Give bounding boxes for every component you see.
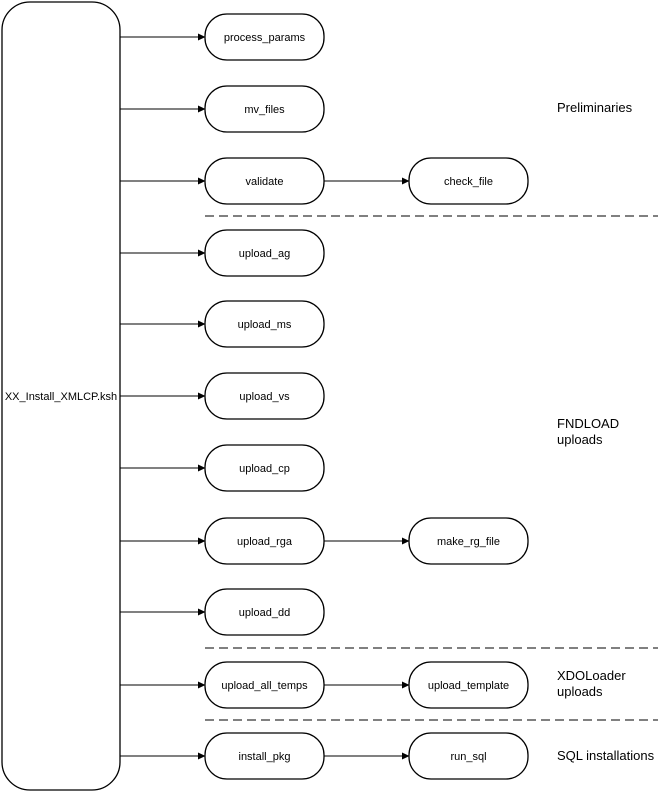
- procedure-label-upload-all-temps: upload_all_temps: [221, 680, 308, 692]
- procedure-box-upload-ms: [204, 300, 325, 348]
- child-label-run-sql: run_sql: [450, 751, 486, 763]
- procedure-box-process-params: [204, 13, 325, 61]
- child-box-upload-template: [408, 661, 529, 709]
- procedure-label-process-params: process_params: [224, 32, 306, 44]
- section-separators: [205, 215, 658, 721]
- procedure-label-upload-ms: upload_ms: [238, 319, 292, 331]
- procedure-label-install-pkg: install_pkg: [239, 751, 291, 763]
- procedure-box-upload-dd: [204, 588, 325, 636]
- procedure-label-upload-dd: upload_dd: [239, 607, 290, 619]
- procedure-nodes: process_params mv_files validate check_file…: [120, 13, 529, 780]
- section-labels: Preliminaries FNDLOAD uploads XDOLoader …: [557, 100, 655, 763]
- procedure-label-upload-cp: upload_cp: [239, 463, 290, 475]
- child-label-upload-template: upload_template: [428, 680, 509, 692]
- child-label-check-file: check_file: [444, 176, 493, 188]
- section-fndload: FNDLOAD uploads: [557, 416, 623, 447]
- section-sql-installations: SQL installations: [557, 748, 655, 763]
- child-label-make-rg-file: make_rg_file: [437, 536, 500, 548]
- section-preliminaries: Preliminaries: [557, 100, 633, 115]
- procedure-label-upload-vs: upload_vs: [239, 391, 290, 403]
- procedure-box-upload-ag: [204, 229, 325, 277]
- procedure-label-upload-rga: upload_rga: [237, 536, 293, 548]
- child-box-run-sql: [408, 732, 529, 780]
- procedure-box-mv-files: [204, 85, 325, 133]
- procedure-label-validate: validate: [246, 176, 284, 188]
- child-box-make-rg-file: [408, 517, 529, 565]
- procedure-box-upload-vs: [204, 372, 325, 420]
- procedure-label-upload-ag: upload_ag: [239, 248, 290, 260]
- procedure-label-mv-files: mv_files: [244, 104, 285, 116]
- section-xdoloader: XDOLoader uploads: [557, 668, 629, 699]
- main-script-node: XX_Install_XMLCP.ksh: [1, 1, 121, 791]
- procedure-box-upload-cp: [204, 444, 325, 492]
- main-script-label: XX_Install_XMLCP.ksh: [5, 391, 117, 403]
- child-box-check-file: [408, 157, 529, 205]
